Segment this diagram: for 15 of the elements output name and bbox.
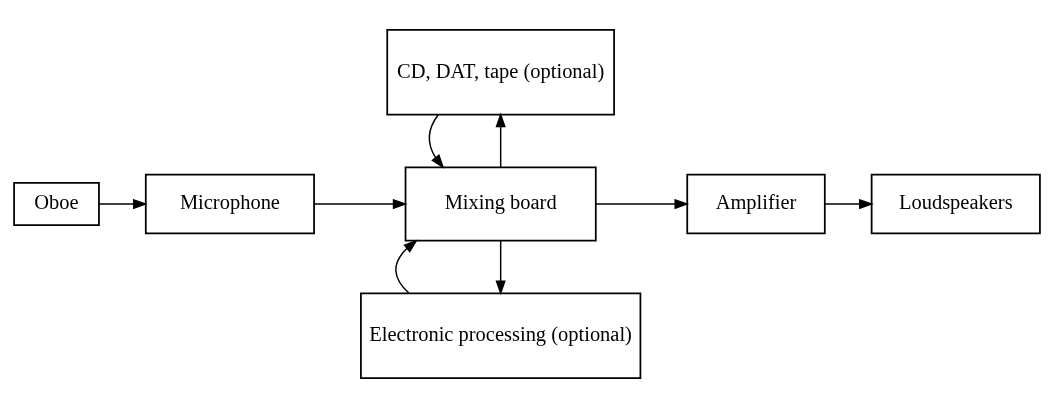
node-box: Oboe xyxy=(13,181,100,227)
arrow xyxy=(395,239,418,294)
node-box: Amplifier xyxy=(686,173,826,235)
node-box: CD, DAT, tape (optional) xyxy=(386,28,615,116)
node-box: Electronic processing (optional) xyxy=(360,292,642,380)
arrow xyxy=(824,198,874,210)
arrow xyxy=(313,198,408,210)
node-box: Microphone xyxy=(144,173,315,235)
arrow xyxy=(428,114,445,169)
arrow xyxy=(595,198,690,210)
arrow xyxy=(495,112,506,168)
arrow xyxy=(98,198,148,210)
node-box: Loudspeakers xyxy=(870,173,1041,235)
arrow xyxy=(495,240,506,296)
node-box: Mixing board xyxy=(404,166,597,242)
